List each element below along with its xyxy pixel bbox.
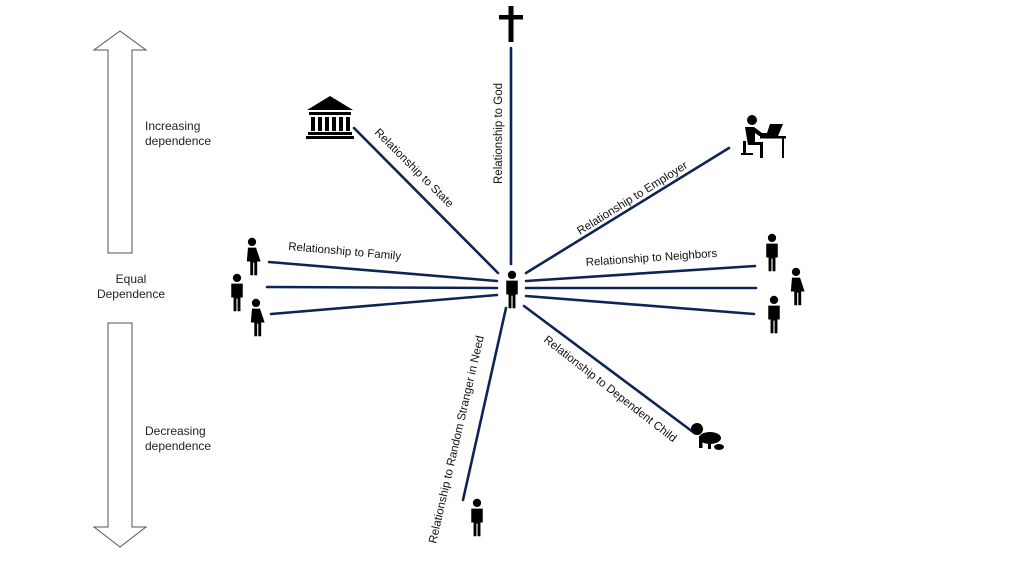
government-building-icon xyxy=(306,96,354,139)
neighbor-man-icon xyxy=(768,295,780,334)
decreasing-dependence-label: Decreasing dependence xyxy=(145,424,211,454)
label-family: Relationship to Family xyxy=(288,241,402,263)
crawling-baby-icon xyxy=(691,423,724,450)
decreasing-line-1: Decreasing xyxy=(145,424,206,438)
equal-dependence-label: Equal Dependence xyxy=(95,272,167,302)
label-state: Relationship to State xyxy=(372,127,456,211)
spoke-neighbors-3 xyxy=(524,294,756,316)
family-woman-icon xyxy=(250,298,265,337)
label-child: Relationship to Dependent Child xyxy=(541,334,678,445)
spoke-family-1 xyxy=(267,260,499,283)
stranger-man-icon xyxy=(471,498,483,537)
spoke-family-2 xyxy=(265,285,499,290)
increasing-arrow xyxy=(92,30,148,254)
spoke-employer xyxy=(524,146,731,275)
family-woman-icon xyxy=(246,237,261,276)
label-god: Relationship to God xyxy=(493,83,505,184)
center-person-icon xyxy=(506,270,518,309)
cross-icon xyxy=(499,6,523,42)
spoke-family-3 xyxy=(269,293,499,316)
decreasing-arrow xyxy=(92,322,148,548)
spoke-neighbors-1 xyxy=(524,264,757,283)
spoke-stranger xyxy=(461,306,508,502)
increasing-line-1: Increasing xyxy=(145,119,201,133)
person-at-computer-icon xyxy=(741,115,786,158)
label-employer: Relationship to Employer xyxy=(575,160,690,238)
neighbor-woman-icon xyxy=(790,267,805,306)
family-man-icon xyxy=(231,273,243,312)
label-neighbors: Relationship to Neighbors xyxy=(585,248,717,269)
equal-line-2: Dependence xyxy=(96,287,166,301)
decreasing-line-2: dependence xyxy=(145,439,212,453)
increasing-dependence-label: Increasing dependence xyxy=(145,119,211,149)
spokes xyxy=(265,46,758,502)
equal-line-1: Equal xyxy=(115,272,147,286)
spoke-child xyxy=(522,304,695,434)
spoke-state xyxy=(352,126,500,275)
increasing-line-2: dependence xyxy=(145,134,212,148)
neighbor-man-icon xyxy=(766,233,778,272)
